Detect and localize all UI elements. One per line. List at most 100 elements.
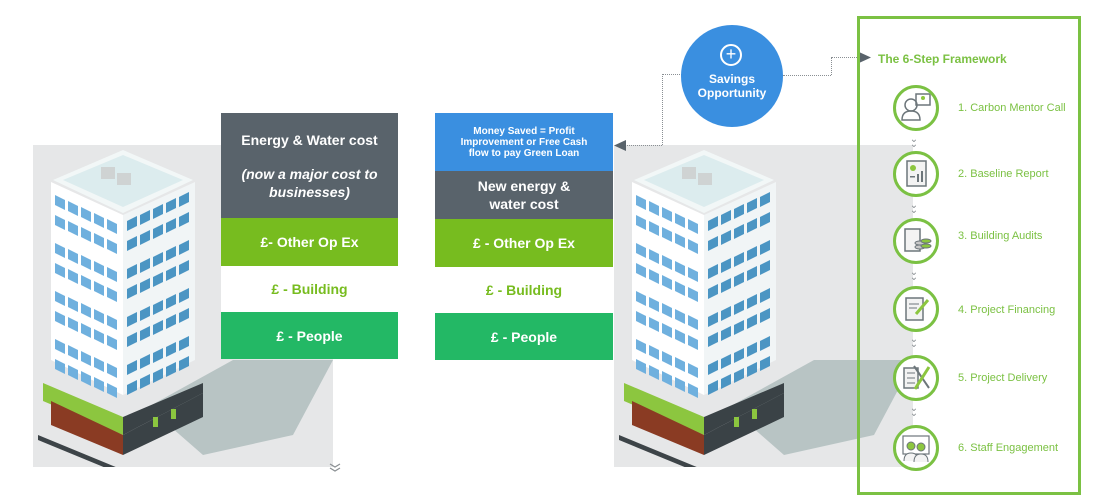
arrow-left-icon — [614, 140, 626, 151]
window — [55, 359, 65, 374]
window — [55, 195, 65, 210]
window — [127, 264, 137, 279]
window — [153, 368, 163, 383]
window — [166, 198, 176, 213]
window — [688, 335, 698, 350]
window — [153, 348, 163, 363]
window — [721, 354, 731, 369]
window — [708, 284, 718, 299]
window — [747, 198, 757, 213]
window — [107, 383, 117, 398]
chevron-down-icon: ⌄⌄ — [909, 403, 919, 419]
window — [81, 323, 91, 338]
window — [68, 201, 78, 216]
window — [94, 357, 104, 372]
window — [140, 210, 150, 225]
window — [127, 312, 137, 327]
window — [747, 246, 757, 261]
window — [636, 339, 646, 354]
windows-right-face — [127, 192, 189, 395]
window — [127, 332, 137, 347]
window — [688, 219, 698, 234]
window — [636, 243, 646, 258]
window — [68, 249, 78, 264]
window — [166, 218, 176, 233]
window — [760, 192, 770, 207]
window — [721, 258, 731, 273]
window — [107, 219, 117, 234]
window — [734, 348, 744, 363]
window — [107, 239, 117, 254]
window — [127, 216, 137, 231]
window — [675, 281, 685, 296]
window — [81, 371, 91, 386]
window — [760, 308, 770, 323]
window — [721, 306, 731, 321]
window — [760, 260, 770, 275]
window — [649, 249, 659, 264]
window — [675, 357, 685, 372]
window — [81, 207, 91, 222]
people-block: £ - People — [435, 313, 613, 360]
chevron-down-icon: ⌄⌄ — [909, 134, 919, 150]
window — [734, 320, 744, 335]
office-building-illustration-right — [619, 150, 914, 467]
window — [127, 284, 137, 299]
window — [760, 212, 770, 227]
connector-to-money-saved — [662, 74, 663, 145]
window — [708, 312, 718, 327]
window — [81, 255, 91, 270]
chevron-down-icon: ⌄⌄ — [909, 334, 919, 350]
window — [688, 315, 698, 330]
window — [107, 267, 117, 282]
window — [636, 263, 646, 278]
checklist-tools-icon — [893, 355, 939, 401]
window — [140, 230, 150, 245]
connector-to-framework — [831, 57, 832, 75]
window — [688, 239, 698, 254]
window — [179, 192, 189, 207]
window — [675, 261, 685, 276]
building-block: £ - Building — [435, 267, 613, 313]
window — [166, 314, 176, 329]
window — [760, 356, 770, 371]
new-energy-water-cost-block: New energy & water cost — [435, 171, 613, 219]
other-opex-block: £- Other Op Ex — [221, 218, 398, 266]
window — [708, 332, 718, 347]
window — [81, 227, 91, 242]
window — [140, 306, 150, 321]
step-3-label: 3. Building Audits — [958, 230, 1043, 242]
window — [107, 363, 117, 378]
connector-to-framework — [783, 75, 831, 76]
window — [179, 308, 189, 323]
window — [94, 329, 104, 344]
plus-circle-icon: + — [720, 44, 742, 66]
window — [747, 266, 757, 281]
window — [153, 272, 163, 287]
connector-to-money-saved — [624, 145, 662, 146]
window — [636, 291, 646, 306]
window — [636, 311, 646, 326]
window — [675, 213, 685, 228]
people-block: £ - People — [221, 312, 398, 359]
current-cost-stack: Energy & Water cost (now a major cost to… — [221, 113, 398, 359]
window — [688, 383, 698, 398]
window — [662, 323, 672, 338]
window — [94, 377, 104, 392]
document-pen-icon — [893, 286, 939, 332]
window — [649, 345, 659, 360]
window — [68, 297, 78, 312]
chevron-down-icon: ⌄⌄ — [909, 267, 919, 283]
connector-to-framework — [831, 57, 859, 58]
connector-to-money-saved — [662, 74, 682, 75]
window — [662, 275, 672, 290]
window — [649, 317, 659, 332]
window — [55, 263, 65, 278]
window — [153, 224, 163, 239]
window — [68, 269, 78, 284]
savings-opportunity-label: Savings Opportunity — [697, 72, 767, 100]
other-opex-block: £ - Other Op Ex — [435, 219, 613, 267]
window — [708, 236, 718, 251]
window — [649, 269, 659, 284]
window — [179, 356, 189, 371]
